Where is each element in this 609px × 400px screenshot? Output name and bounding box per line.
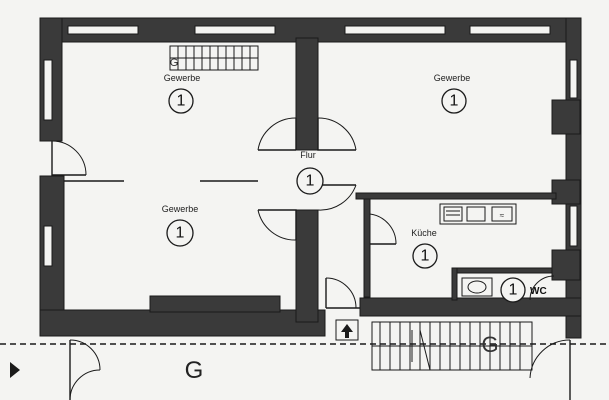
- room-number: 1: [450, 93, 459, 110]
- room-flur: Flur 1: [296, 150, 324, 195]
- outside-area-label: G: [185, 357, 204, 384]
- outside-door-left: [69, 339, 101, 400]
- outside-stair-label: G: [481, 332, 498, 357]
- window-top-1: [67, 25, 139, 35]
- room-number: 1: [176, 225, 185, 242]
- inner-walls: [64, 37, 557, 323]
- door-wc-swing: [529, 275, 555, 301]
- window-right-2: [569, 205, 578, 247]
- room-gewerbe-bottom-left: Gewerbe 1: [162, 204, 199, 247]
- room-number: 1: [177, 93, 186, 110]
- window-left-1: [43, 59, 53, 121]
- room-number: 1: [421, 248, 430, 265]
- window-top-4: [469, 25, 551, 35]
- wc-fixtures: [461, 277, 493, 297]
- door-left-swing: [51, 140, 87, 176]
- room-kueche: Küche 1: [411, 228, 438, 269]
- door-bottom-swing: [325, 277, 357, 309]
- wall-bottom-right: [359, 297, 582, 317]
- flur-doors: [257, 117, 357, 241]
- room-number-circle: [441, 88, 467, 114]
- wc-basin: [461, 277, 493, 297]
- windows: [43, 25, 578, 267]
- wall-bottom-left: [39, 309, 326, 337]
- room-label: Gewerbe: [434, 73, 471, 83]
- window-left-2: [43, 225, 53, 267]
- room-number: 1: [509, 282, 518, 299]
- room-number-circle: [168, 88, 194, 114]
- wall-right-notch-2: [551, 179, 581, 205]
- doors: [51, 117, 555, 309]
- wall-right-notch-1: [551, 99, 581, 135]
- window-top-2: [194, 25, 276, 35]
- window-top-3: [344, 25, 446, 35]
- wall-wc-top: [451, 267, 553, 274]
- svg-text:≈: ≈: [500, 211, 505, 220]
- room-gewerbe-top-right: Gewerbe 1: [434, 73, 471, 114]
- room-number-circle: [166, 219, 194, 247]
- room-label: Gewerbe: [164, 73, 201, 83]
- room-label: WC: [530, 286, 547, 297]
- play-marker-icon: [10, 362, 20, 378]
- wall-kitchen-top: [355, 192, 557, 200]
- up-arrow-icon: [341, 324, 353, 338]
- stair-letter: G: [170, 57, 179, 69]
- wall-center-lower: [295, 209, 319, 323]
- room-wc: 1 WC: [500, 277, 547, 303]
- outer-walls: [39, 17, 582, 339]
- room-gewerbe-top-left: G Gewerbe 1: [164, 57, 201, 114]
- wall-wc-left: [451, 267, 458, 301]
- room-number-circle: [296, 167, 324, 195]
- outside-door-right: [529, 339, 571, 400]
- room-number-circle: [500, 277, 526, 303]
- room-number-circle: [412, 243, 438, 269]
- window-right-1: [569, 59, 578, 99]
- room-label: Küche: [411, 228, 437, 238]
- kitchen-counter: [439, 203, 517, 225]
- entrance-arrow: [335, 319, 359, 341]
- room-number: 1: [306, 173, 315, 190]
- wall-kitchen-left: [363, 198, 371, 298]
- wall-center-upper: [295, 37, 319, 151]
- door-kitchen-swing: [369, 213, 397, 245]
- outside-stairs: [371, 321, 533, 371]
- room-label: Gewerbe: [162, 204, 199, 214]
- room-label: Flur: [300, 150, 316, 160]
- wall-bottom-step: [149, 295, 281, 313]
- kitchen-fixtures: ≈: [439, 203, 517, 225]
- stairs-top-left: [169, 45, 259, 71]
- wall-right-notch-3: [551, 249, 581, 281]
